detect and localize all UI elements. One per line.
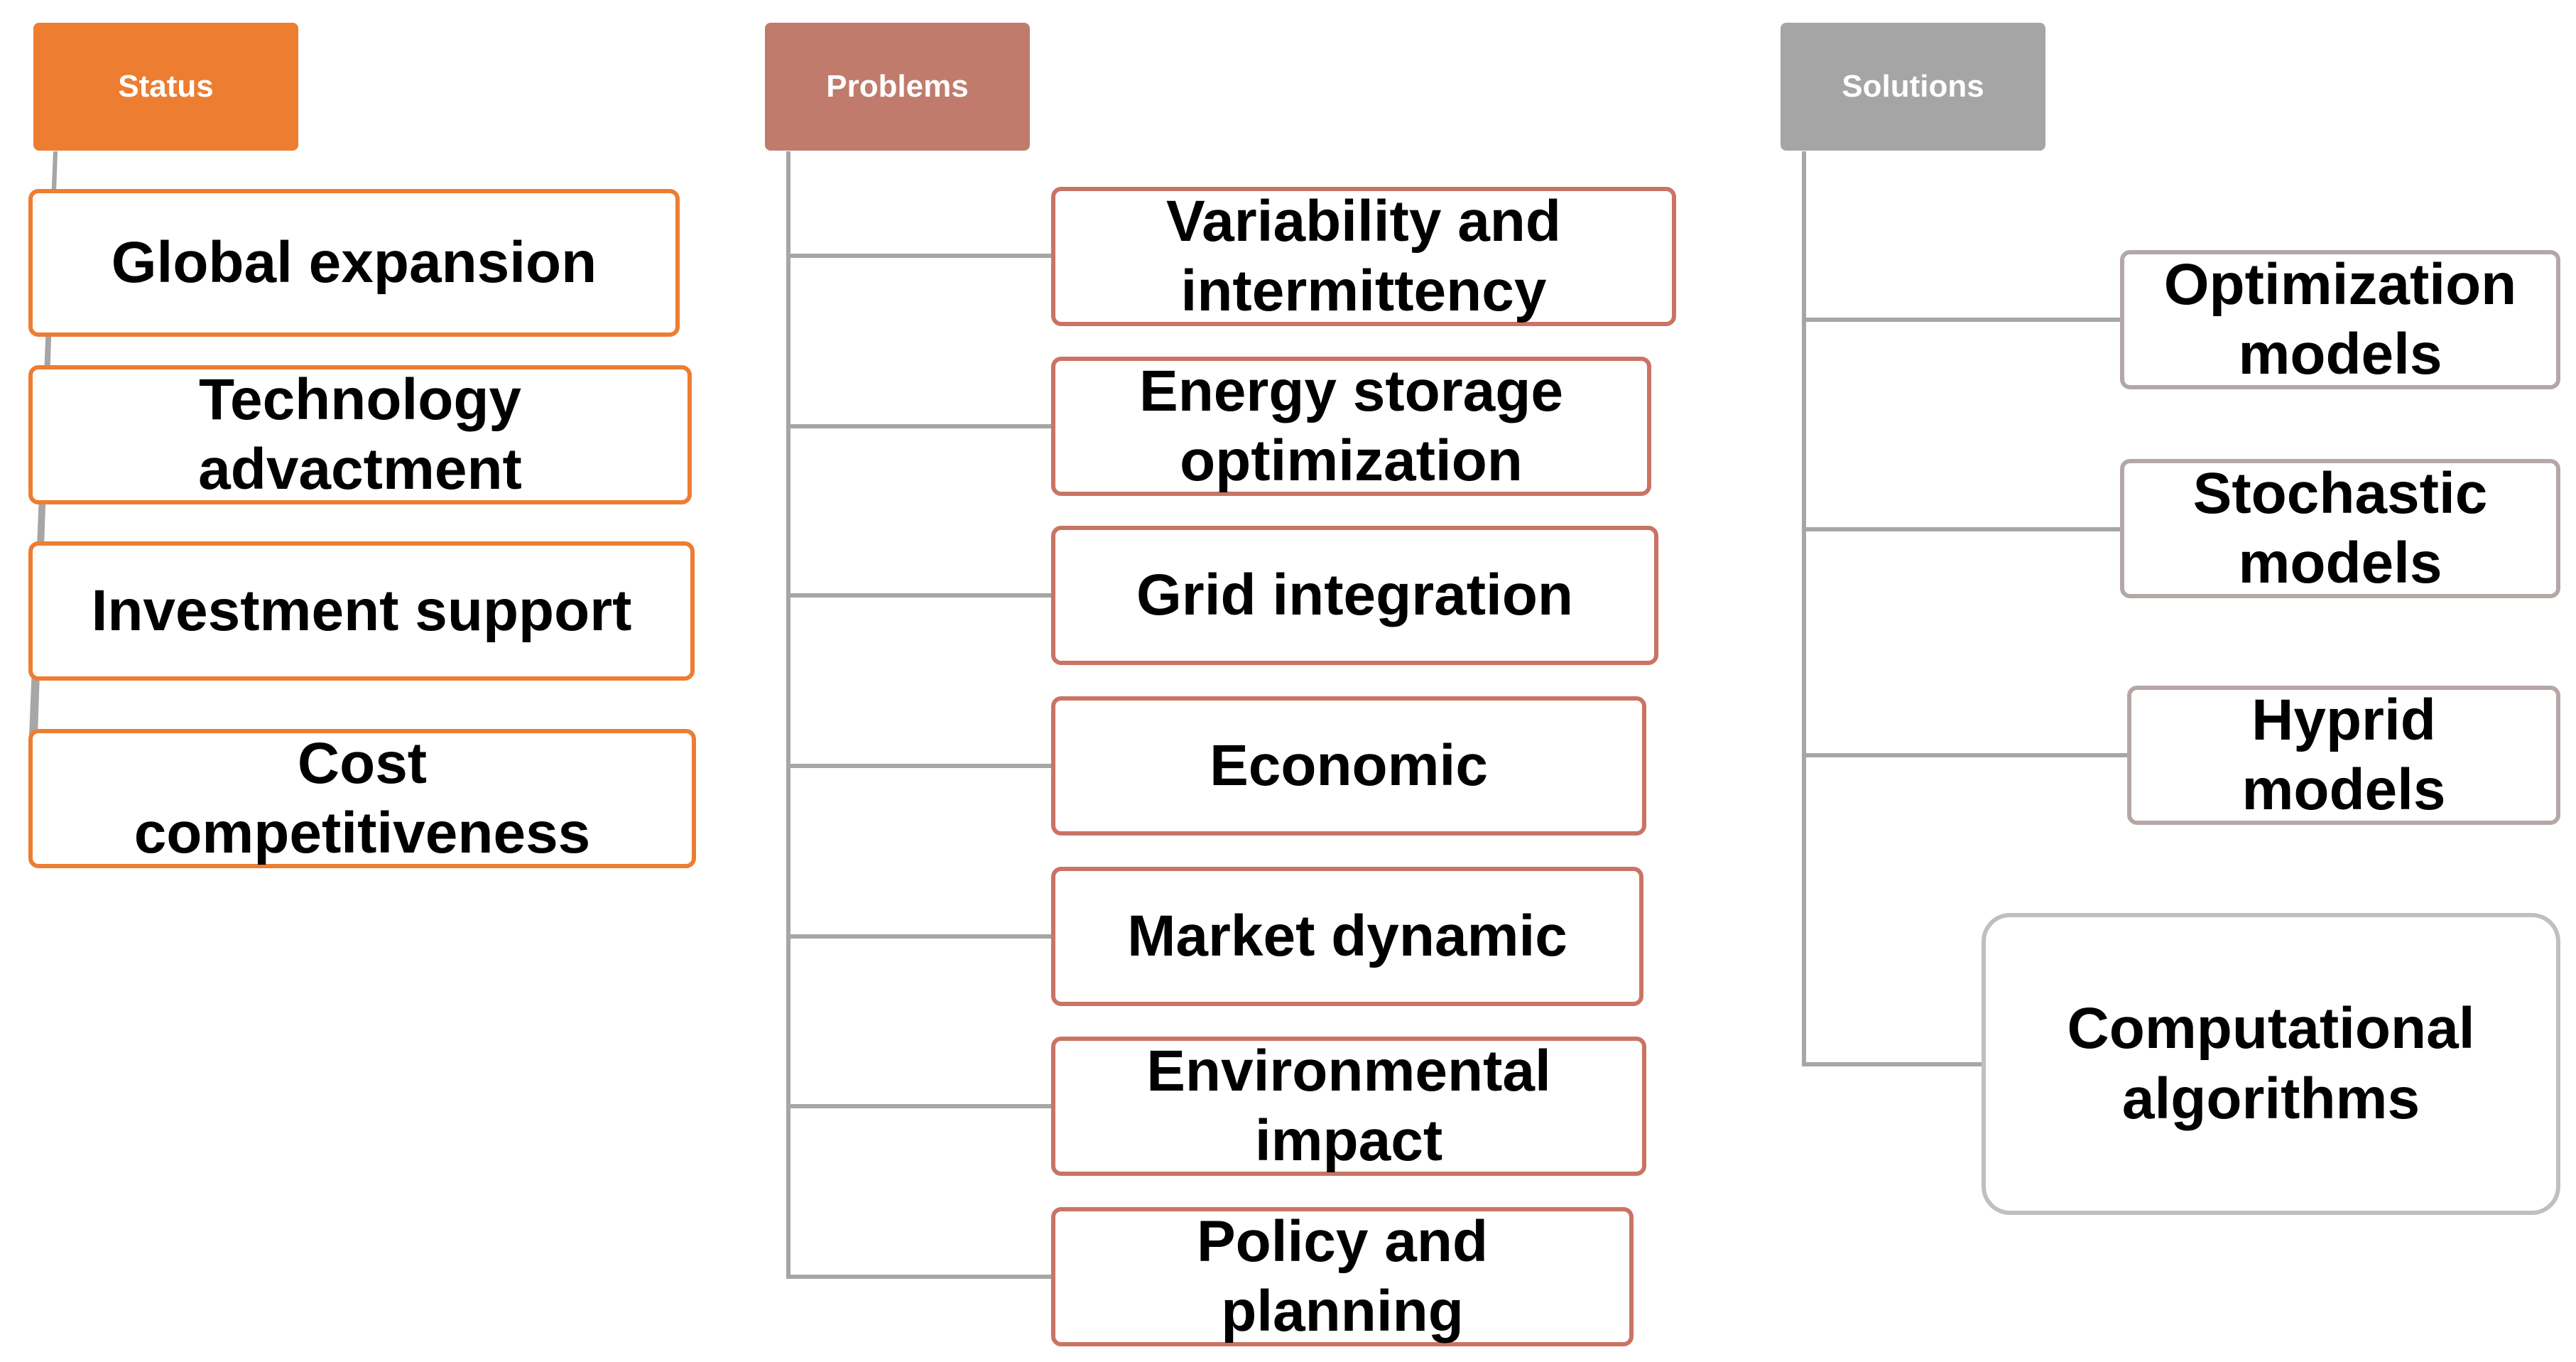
solution-item-line: algorithms (2121, 1066, 2420, 1131)
problem-item-variability: Variability and intermittency (1051, 187, 1676, 326)
solution-item-line: Computational (2067, 996, 2475, 1061)
solution-item-line: models (2238, 531, 2442, 595)
solution-item-stochastic: Stochastic models (2120, 459, 2560, 598)
solution-item-line: Stochastic (2192, 460, 2488, 526)
problem-item-line: Market dynamic (1127, 903, 1567, 968)
problem-item-energy-storage: Energy storage optimization (1051, 357, 1651, 496)
solution-item-hybrid: Hyprid models (2127, 686, 2560, 825)
problem-item-line: Policy and (1196, 1209, 1489, 1274)
status-item-cost: Cost competitiveness (28, 729, 696, 868)
status-item-line: advactment (198, 437, 522, 502)
problem-item-environmental: Environmental impact (1051, 1037, 1646, 1176)
solution-item-optimization: Optimization models (2120, 250, 2560, 389)
status-item-line: Technology (198, 367, 522, 432)
problem-item-policy: Policy and planning (1051, 1207, 1634, 1346)
status-item-technology: Technology advactment (28, 365, 692, 504)
problem-item-line: planning (1221, 1279, 1464, 1344)
status-item-line: Investment support (91, 578, 632, 643)
status-header: Status (33, 23, 298, 151)
status-item-investment-support: Investment support (28, 541, 695, 681)
problem-item-economic: Economic (1051, 696, 1646, 836)
status-item-line: competitiveness (134, 801, 591, 865)
solution-item-computational: Computational algorithms (1982, 913, 2560, 1215)
problem-item-line: optimization (1180, 428, 1523, 493)
status-item-line: Global expansion (111, 229, 597, 295)
problem-item-grid-integration: Grid integration (1051, 526, 1658, 665)
problem-item-line: Variability and (1166, 188, 1561, 254)
problem-item-line: Grid integration (1136, 562, 1573, 627)
problem-item-line: Economic (1210, 733, 1488, 798)
solution-item-line: models (2238, 322, 2442, 387)
solution-item-line: Optimization (2163, 252, 2517, 317)
problem-item-line: Energy storage (1139, 358, 1563, 423)
problems-header: Problems (765, 23, 1030, 151)
problem-item-line: impact (1254, 1108, 1443, 1173)
status-item-line: Cost (297, 730, 428, 796)
problem-item-line: intermittency (1180, 259, 1547, 323)
problem-item-line: Environmental (1146, 1038, 1551, 1103)
solution-item-line: models (2241, 757, 2446, 822)
problem-item-market-dynamic: Market dynamic (1051, 867, 1643, 1006)
status-item-global-expansion: Global expansion (28, 189, 680, 337)
solutions-header: Solutions (1781, 23, 2045, 151)
solution-item-line: Hyprid (2251, 687, 2436, 752)
